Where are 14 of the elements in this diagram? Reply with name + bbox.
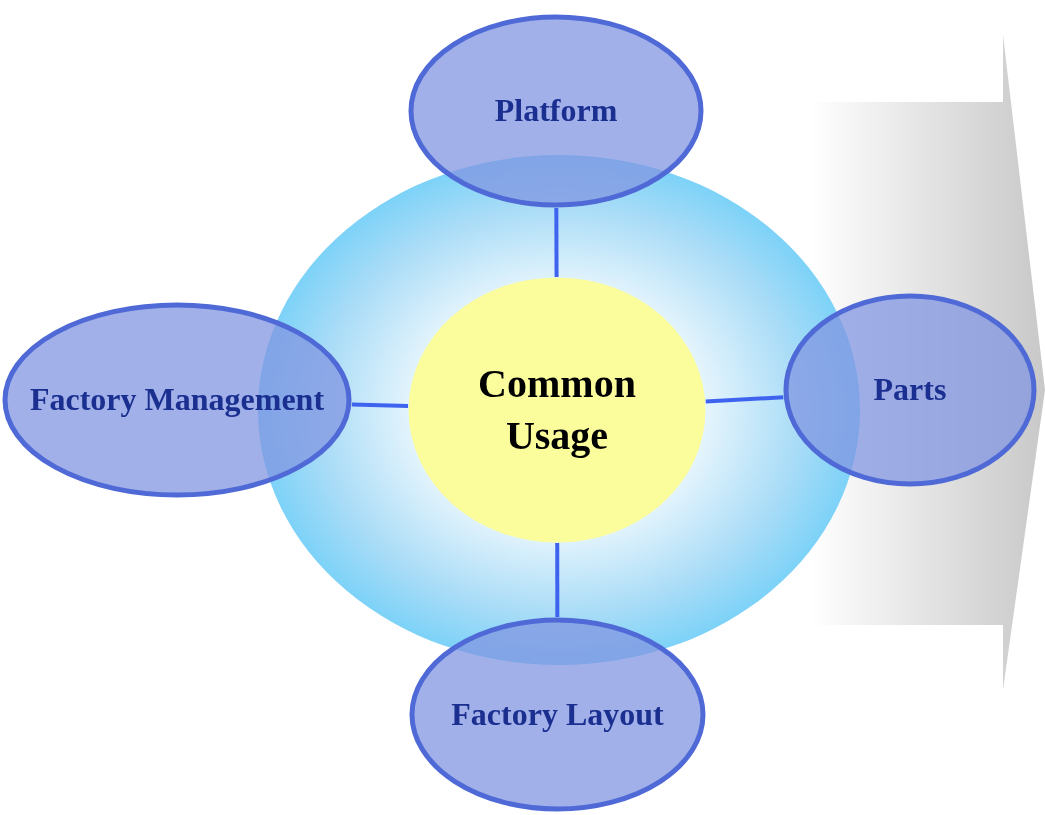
node-label: Factory Management [29,380,325,420]
connector-line [555,543,560,617]
topic-ellipse [409,617,706,812]
connector-line [554,208,559,277]
node-label: Platform [494,91,618,131]
center-circle [408,277,706,543]
topic-ellipse [2,302,352,498]
connector-line [351,402,409,409]
connector-line [705,395,784,404]
topic-ellipse [783,293,1037,487]
node-label: Factory Layout [451,694,664,734]
node-label: Common Usage [477,360,637,460]
node-label: Parts [873,370,947,410]
topic-ellipse [408,14,704,208]
